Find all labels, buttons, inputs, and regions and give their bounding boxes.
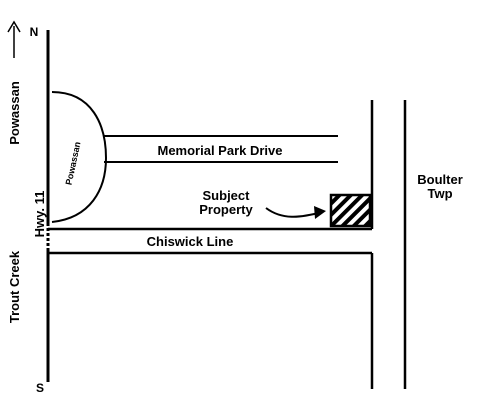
subject-property-label-line1: Subject bbox=[203, 188, 251, 203]
chiswick-line-label: Chiswick Line bbox=[147, 234, 234, 249]
hwy-11-label: Hwy. 11 bbox=[32, 191, 47, 238]
pointer-curve bbox=[265, 207, 323, 218]
trout-creek-direction-label: Trout Creek bbox=[7, 250, 22, 323]
subject-property-label-line2: Property bbox=[199, 202, 253, 217]
powassan-direction-label: Powassan bbox=[7, 81, 22, 145]
north-label: N bbox=[30, 25, 39, 39]
north-arrow-icon bbox=[7, 20, 21, 33]
south-label: S bbox=[36, 381, 44, 395]
powassan-area-outline bbox=[51, 91, 108, 223]
memorial-park-drive-label: Memorial Park Drive bbox=[157, 143, 282, 158]
subject-property-parcel[interactable] bbox=[329, 193, 372, 228]
boulter-twp-label-line2: Twp bbox=[427, 186, 452, 201]
boulter-twp-label-line1: Boulter bbox=[417, 172, 463, 187]
powassan-area-label: Powassan bbox=[64, 141, 83, 186]
curved-arrow-icon bbox=[314, 206, 326, 219]
